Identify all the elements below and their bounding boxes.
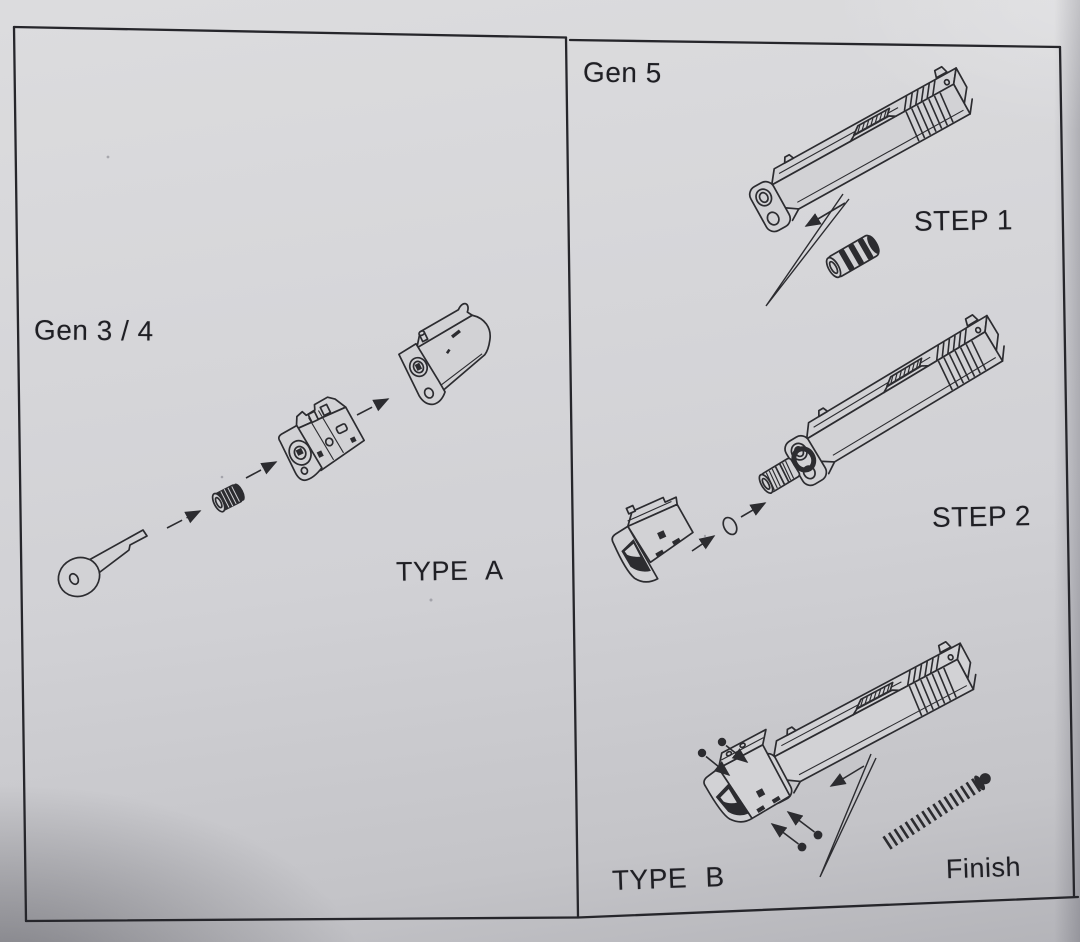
gen34-exploded-view [57,302,491,598]
panel-divider-line [564,36,580,919]
step2-arrow-comp-to-oring [691,535,716,552]
assembly-arrow-1 [166,510,202,529]
threaded-barrel-drawing [758,446,817,494]
barrel-adapter-drawing [825,234,880,279]
mounting-screw-drawing [717,737,727,747]
mounting-screw-drawing [813,830,823,840]
page-frame [12,25,1080,923]
gen5-steps-view [611,60,1017,878]
finish-insert-arrow [829,765,865,787]
assembly-arrow-3 [356,398,390,416]
mounting-screw-drawing [797,842,807,852]
recoil-spring-drawing [882,773,991,850]
thread-protector-drawing [211,483,245,513]
mounting-screw-drawing [697,748,707,758]
step1-insert-arrow [804,202,846,227]
o-ring-drawing [722,516,738,536]
finish-pointer-triangle [819,753,877,878]
assembly-arrow-2 [245,461,278,479]
disassembly-tool-drawing [57,529,148,598]
dust-specks [106,155,707,602]
step2-arrow-oring-to-barrel [740,502,767,518]
compensator-type-b-drawing [611,496,694,583]
compensator-type-a-drawing [277,396,366,482]
mounting-screws [697,737,823,852]
assembled-slide-type-b-drawing [703,635,988,823]
gen5-slide-step2-drawing [758,307,1017,494]
slide-front-section-drawing [398,302,491,406]
gen5-slide-step1-drawing [738,60,985,236]
